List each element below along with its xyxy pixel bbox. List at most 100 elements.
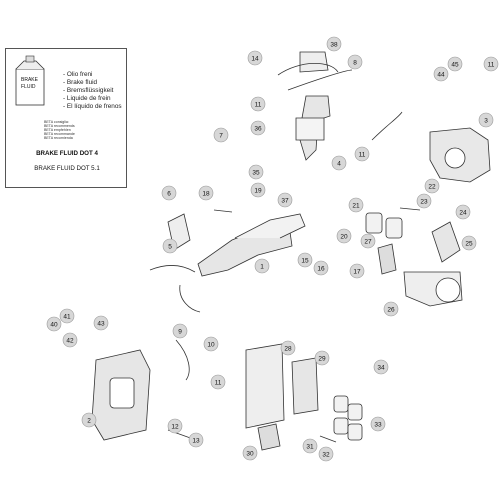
callout-circle: [242, 445, 258, 461]
callout-15: 15: [297, 252, 313, 268]
callout-10: 10: [203, 336, 219, 352]
callout-40: 40: [46, 316, 62, 332]
callout-circle: [250, 96, 266, 112]
callout-circle: [198, 185, 214, 201]
callout-circle: [81, 412, 97, 428]
callout-circle: [370, 416, 386, 432]
callout-32: 32: [318, 446, 334, 462]
callout-8: 8: [347, 54, 363, 70]
callout-30: 30: [242, 445, 258, 461]
brake-line-8: [287, 69, 353, 91]
callout-circle: [461, 235, 477, 251]
callout-circle: [314, 350, 330, 366]
callout-number: 2: [87, 417, 91, 424]
callout-11: 11: [354, 146, 370, 162]
callout-circle: [161, 185, 177, 201]
callout-number: 34: [377, 364, 385, 371]
callout-4: 4: [331, 155, 347, 171]
callout-number: 4: [337, 160, 341, 167]
callout-21: 21: [348, 197, 364, 213]
callout-circle: [59, 308, 75, 324]
piston-part-21b: [385, 217, 403, 239]
callout-27: 27: [360, 233, 376, 249]
callout-circle: [172, 323, 188, 339]
front-brake-line: [175, 339, 190, 381]
callout-number: 16: [317, 265, 325, 272]
callout-number: 8: [353, 59, 357, 66]
callout-circle: [447, 56, 463, 72]
callout-number: 17: [353, 268, 361, 275]
master-cylinder-body: [295, 117, 325, 141]
callout-37: 37: [277, 192, 293, 208]
bottle-label-line-1: BRAKE: [21, 77, 39, 83]
callout-circle: [483, 56, 499, 72]
callout-5: 5: [162, 238, 178, 254]
callout-number: 15: [301, 257, 309, 264]
callout-circle: [46, 316, 62, 332]
callout-circle: [277, 192, 293, 208]
brake-fluid-bottle-icon: BRAKE FLUID: [15, 55, 45, 106]
callout-circle: [213, 127, 229, 143]
hose-10-line: [371, 111, 403, 141]
callout-circle: [326, 36, 342, 52]
legend-fluid-dot4: BRAKE FLUID DOT 4: [36, 150, 98, 157]
caliper-plate-28: [245, 343, 285, 429]
bolt-18: [213, 209, 233, 213]
legend-fluid-dot51: BRAKE FLUID DOT 5.1: [34, 165, 100, 172]
legend-language-4: - Liquide de frein: [63, 95, 111, 102]
callout-circle: [478, 112, 494, 128]
callout-number: 1: [260, 263, 264, 270]
callout-circle: [250, 120, 266, 136]
legend-language-1: - Olio freni: [63, 71, 93, 78]
callout-number: 45: [451, 61, 459, 68]
callout-number: 37: [281, 197, 289, 204]
legend-beta-note-5: BETA recomienda: [44, 136, 73, 140]
callout-number: 7: [219, 132, 223, 139]
callout-circle: [455, 204, 471, 220]
legend-beta-note-4: BETA recommande: [44, 132, 75, 136]
piston-33c: [333, 417, 349, 435]
callout-circle: [167, 418, 183, 434]
callout-14: 14: [247, 50, 263, 66]
callout-circle: [336, 228, 352, 244]
callout-number: 18: [202, 190, 210, 197]
brake-pedal-arm: [234, 213, 306, 239]
callout-circle: [247, 50, 263, 66]
callout-12: 12: [167, 418, 183, 434]
callout-number: 11: [359, 151, 366, 158]
callout-number: 33: [374, 421, 382, 428]
callout-22: 22: [424, 178, 440, 194]
callout-circle: [254, 258, 270, 274]
callout-number: 28: [284, 345, 292, 352]
callout-24: 24: [455, 204, 471, 220]
callout-38: 38: [326, 36, 342, 52]
callout-number: 12: [171, 423, 179, 430]
legend-language-3: - Bremsflüssigkeit: [63, 87, 114, 94]
legend-language-5: - El líquido de frenos: [63, 103, 122, 110]
callout-number: 13: [192, 437, 200, 444]
callout-number: 41: [63, 313, 71, 320]
callout-33: 33: [370, 416, 386, 432]
callout-number: 21: [352, 202, 360, 209]
callout-16: 16: [313, 260, 329, 276]
callout-number: 30: [246, 450, 254, 457]
callout-28: 28: [280, 340, 296, 356]
piston-33b: [347, 403, 363, 421]
brake-fluid-legend: BRAKE FLUID - Olio freni - Brake fluid -…: [5, 48, 127, 188]
callout-35: 35: [248, 164, 264, 180]
bottle-label-line-2: FLUID: [21, 84, 36, 90]
callout-circle: [416, 193, 432, 209]
callout-20: 20: [336, 228, 352, 244]
callout-circle: [354, 146, 370, 162]
callout-11: 11: [483, 56, 499, 72]
callout-number: 31: [306, 443, 314, 450]
legend-beta-note-2: BETA recommends: [44, 124, 75, 128]
bolt-23: [399, 207, 421, 211]
callout-number: 36: [254, 125, 262, 132]
callout-circle: [280, 340, 296, 356]
bolt-31: [319, 435, 337, 443]
callout-number: 11: [215, 379, 222, 386]
spring-clip-27: [377, 243, 397, 275]
callout-number: 32: [322, 451, 330, 458]
